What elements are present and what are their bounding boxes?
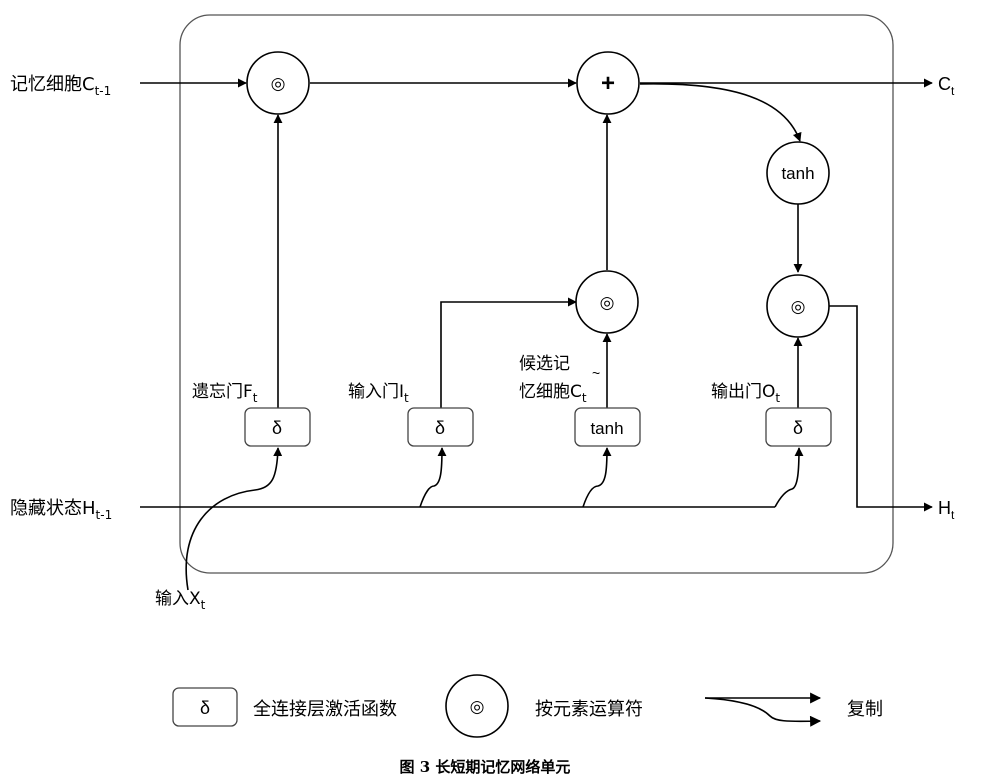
hidden-prev-label: 隐藏状态Ht-1 [10,498,112,522]
output-multiply-node: ◎ [766,274,830,338]
hidden-out-label: Ht [938,498,955,522]
svg-text:+: + [601,70,615,97]
svg-text:δ: δ [272,418,282,438]
candidate-tilde: ~ [592,365,600,381]
output-to-hidden [829,305,933,512]
figure-caption: 图 3 长短期记忆网络单元 [400,758,571,776]
svg-text:δ: δ [200,698,210,718]
output-gate-label: 输出门Ot [711,382,780,405]
feed-forget-gate [185,447,283,591]
legend-dense-activation: δ 全连接层激活函数 [172,687,397,727]
cell-out-label: Ct [938,74,955,98]
input-multiply-node: ◎ [575,270,639,334]
svg-text:◎: ◎ [271,74,286,93]
input-gate-box: δ [407,407,474,447]
tanh-node: tanh [766,141,830,205]
feed-candidate [582,447,612,508]
svg-text:按元素运算符: 按元素运算符 [535,699,643,720]
input-gate-label: 输入门It [348,382,409,405]
legend-elementwise-op: ◎ 按元素运算符 [445,674,643,738]
svg-text:全连接层激活函数: 全连接层激活函数 [253,699,397,720]
svg-text:δ: δ [435,418,445,438]
input-x-label: 输入Xt [155,589,206,612]
cell-prev-label: 记忆细胞Ct-1 [10,74,111,98]
forget-gate-label: 遗忘门Ft [192,382,258,405]
svg-text:◎: ◎ [791,297,806,316]
add-node: + [576,51,640,115]
input-to-mult [440,297,577,408]
legend-copy: 复制 [704,692,883,727]
svg-text:δ: δ [793,418,803,438]
svg-text:tanh: tanh [781,164,814,183]
forget-multiply-node: ◎ [246,51,310,115]
candidate-label-line2: 忆细胞Ct [519,382,587,405]
forget-gate-box: δ [244,407,311,447]
feed-output-gate [774,447,804,508]
svg-text:复制: 复制 [847,699,883,720]
output-gate-box: δ [765,407,832,447]
svg-text:◎: ◎ [470,697,485,716]
cell-copy-to-tanh [639,83,802,142]
feed-input-gate [419,447,447,508]
svg-text:tanh: tanh [590,419,623,438]
candidate-label-line1: 候选记 [519,354,570,374]
candidate-tanh-box: tanh [574,407,641,447]
lstm-cell-frame [179,14,894,574]
svg-text:◎: ◎ [600,293,615,312]
legend: δ 全连接层激活函数 ◎ 按元素运算符 复制 [172,674,883,738]
